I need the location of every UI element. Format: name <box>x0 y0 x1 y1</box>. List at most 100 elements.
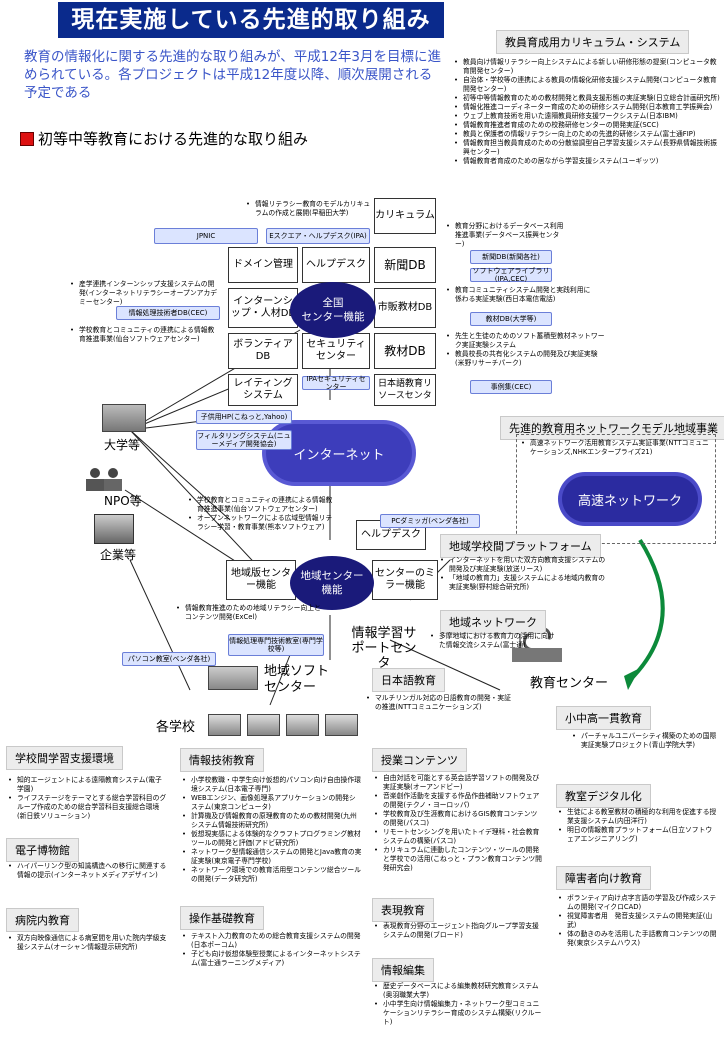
highspeed-cloud: 高速ネットワーク <box>562 476 698 522</box>
company-label: 企業等 <box>100 548 137 562</box>
regional-network-list: 多摩地域における教育力の活用に向けた情報交流システム(富士通) <box>430 632 560 650</box>
school-icon <box>247 714 280 736</box>
list-item: インターネットを用いた双方向教育支援システムの開発及び実証実験(放送リース) <box>440 556 610 574</box>
note-text: 教育コミュニティシステム開発と実践利用に係わる実証実験(西日本電信電話) <box>446 286 596 304</box>
note-2: 教育分野におけるデータベース利用推進事業(データベース振興センター) <box>446 222 566 249</box>
curriculum-list: 教員向け情報リテラシー向上システムによる新しい研修形態の提案(コンピュータ教育開… <box>454 58 722 166</box>
school-support-list: 知的エージェントによる遠隔教育システム(電子学園) ライフステージをテーマとする… <box>8 776 168 821</box>
section-heading: 初等中等教育における先進的な取り組み <box>20 128 308 149</box>
list-item: リモートセンシングを用いたトイデ理科・社会教育システムの構築(パスコ) <box>374 828 544 846</box>
university-label: 大学等 <box>104 438 141 452</box>
list-item: ハイパーリンク型の知識構造への移行に関連する情報の提示(インターネットメディアデ… <box>8 862 168 880</box>
school-icons <box>208 714 358 736</box>
satellite-dish-icon <box>512 621 562 662</box>
note-8: 学校教育とコミュニティの連携による情報教育推進事業(仙台ソフトウェアセンター) … <box>188 496 338 532</box>
integrated-list: パーチャルユニバーシティ構築のための国際実証実験プロジェクト(青山学院大学) <box>572 732 722 750</box>
jp-resource-node: 日本語教育リソースセンタ <box>374 374 436 406</box>
info-edit-list: 歴史データベースによる編集教材研究教育システム(奥羽職業大学) 小中学生向け情報… <box>374 982 544 1027</box>
helpdesk-node: ヘルプデスク <box>302 247 370 283</box>
integrated-title: 小中高一貫教育 <box>556 706 651 730</box>
regional-platform-title: 地域学校間プラットフォーム <box>440 534 601 558</box>
ops-edu-title: 操作基礎教育 <box>180 906 264 930</box>
mirror-node: センターのミラー機能 <box>372 560 438 600</box>
ops-edu-list: テキスト入力教育のための総合教育支援システムの開発(日本ポーコム) 子ども向け仮… <box>182 932 362 968</box>
market-db-node: 市販教材DB <box>374 288 436 328</box>
pc-doc-tag: PCダミッガ(ベンダ各社) <box>380 514 480 528</box>
digital-list: 生徒による教室教材の積極的な利用を促進する授業支援システム(内田洋行) 明日の情… <box>558 808 718 844</box>
filtering-tag: フィルタリングシステム(ニューメディア開発協会) <box>196 430 292 450</box>
curriculum-title: 教員育成用カリキュラム・システム <box>496 30 690 54</box>
list-item: 歴史データベースによる編集教材研究教育システム(奥羽職業大学) <box>374 982 544 1000</box>
e-museum-list: ハイパーリンク型の知識構造への移行に関連する情報の提示(インターネットメディアデ… <box>8 862 168 880</box>
list-item: テキスト入力教育のための総合教育支援システムの開発(日本ポーコム) <box>182 932 362 950</box>
list-item: ウェブ上教育技術を用いた遠隔教員研修支援ワークシステム(日本IBM) <box>454 112 722 121</box>
list-item: パーチャルユニバーシティ構築のための国際実証実験プロジェクト(青山学院大学) <box>572 732 722 750</box>
disabled-list: ボランティア向け点字言語の学習及び作成システムの開発(マイクロCAD) 視覚障害… <box>558 894 718 948</box>
list-item: 情報教育担当教員育成のための分散協調型自己学習支援システム(長野県情報技術振興セ… <box>454 139 722 157</box>
hospital-title: 病院内教育 <box>6 908 79 932</box>
list-item: 教員向け情報リテラシー向上システムによる新しい研修形態の提案(コンピュータ教育開… <box>454 58 722 76</box>
note-text: 学校教育とコミュニティの連携による情報教育推進事業(仙台ソフトウェアセンター) <box>70 326 218 344</box>
note-4: 教育コミュニティシステム開発と実践利用に係わる実証実験(西日本電信電話) <box>446 286 596 304</box>
list-item: 双方向映像通信による病室間を用いた院内学級支援システム(オーシャン情報提示研究所… <box>8 934 168 952</box>
list-item: 自由対話を可能とする英会話学習ソフトの開発及び実証実験(オーアンドビー) <box>374 774 544 792</box>
note-10: 情報教育推進のための地域リテラシー向上とコンテンツ開発(ExCel) <box>176 604 326 622</box>
ipa-sec-tag: IPAセキュリティセンター <box>302 375 370 391</box>
list-item: 視覚障害者用 発音支援システムの開発実証(山武) <box>558 912 718 930</box>
npo-label: NPO等 <box>104 494 142 508</box>
it-edu-list: 小学校教職・中学生向け仮想的パソコン向け自由操作環境システム(日本電子専門) W… <box>182 776 362 884</box>
red-square-icon <box>20 131 34 146</box>
it-edu-title: 情報技術教育 <box>180 748 264 772</box>
list-item: 知的エージェントによる遠隔教育システム(電子学園) <box>8 776 168 794</box>
it-class-tag: 情報処理専門技術教室(専門学校等) <box>228 634 324 656</box>
list-item: 音楽創作活動を支援する作品作曲補助ソフトウェアの開発(テクノ・ヨーロッパ) <box>374 792 544 810</box>
note-text: 学校教育とコミュニティの連携による情報教育推進事業(仙台ソフトウェアセンター) <box>188 496 338 514</box>
digital-title: 教室デジタル化 <box>556 784 651 808</box>
curriculum-node: カリキュラム <box>374 198 436 234</box>
note-text: オープンネットワークによる広域型情報リテラシー学習・教育事業(熊本ソフトウェア) <box>188 514 338 532</box>
note-text: 教育分野におけるデータベース利用推進事業(データベース振興センター) <box>446 222 566 249</box>
note-5: 学校教育とコミュニティの連携による情報教育推進事業(仙台ソフトウェアセンター) <box>70 326 218 344</box>
list-item: WEBエンジン、画像処理系アプリケーションの開発システム(東京コンピュータ) <box>182 794 362 812</box>
info-material-tag: 情報処理技術者DB(CEC) <box>116 306 220 320</box>
note-text: 情報教育推進のための地域リテラシー向上とコンテンツ開発(ExCel) <box>176 604 326 622</box>
regional-server-node: 地域版センター機能 <box>226 560 296 600</box>
page-title: 現在実施している先進的取り組み <box>58 2 444 38</box>
list-item: 「地域の教育力」支援システムによる地域内教育の実証実験(野村総合研究所) <box>440 574 610 592</box>
advanced-net-list: 高速ネットワーク活用教育システム実証事業(NTTコミュニケーションズ,NHKエン… <box>517 435 715 461</box>
info-edit-title: 情報編集 <box>372 958 434 982</box>
list-item: ネットワーク型情報通信システムの開発とJava教育の実証実験(東京電子専門学校) <box>182 848 362 866</box>
japanese-edu-title: 日本語教育 <box>372 668 445 692</box>
intro-text: 教育の情報化に関する先進的な取り組みが、平成12年3月を目標に進められている。各… <box>24 49 441 101</box>
list-item: 情報教育者育成のための居ながら学習支援システム(ユーギッツ) <box>454 157 722 166</box>
list-item: 情報教育推進者育成のための校務研修センターの開発実証(SCC) <box>454 121 722 130</box>
schools-label: 各学校 <box>156 720 196 735</box>
domain-node: ドメイン管理 <box>228 247 298 283</box>
e-museum-title: 電子博物館 <box>6 838 79 862</box>
material-db-node: 教材DB <box>374 333 436 369</box>
edu-center-label: 教育センター <box>530 676 609 691</box>
list-item: 体の動きのみを活用した手話教育コンテンツの開発(東京システムハウス) <box>558 930 718 948</box>
case-db-tag: 事例集(CEC) <box>470 380 552 394</box>
regional-hub: 地域センター 機能 <box>290 556 374 610</box>
list-item: 高速ネットワーク活用教育システム実証事業(NTTコミュニケーションズ,NHKエン… <box>521 439 711 457</box>
note-text: 教員校長の共有化システムの開発及び実証実験(米野リサーチパーク) <box>446 350 606 368</box>
security-node: セキュリティセンター <box>302 333 370 369</box>
soft-center-building-icon <box>208 666 258 690</box>
info-support-label: 情報学習サポートセンタ <box>351 626 417 671</box>
school-icon <box>208 714 241 736</box>
list-item: 子ども向け仮想体験型授業によるインターネットシステム(富士通ラーニングメディア) <box>182 950 362 968</box>
regional-network-title: 地域ネットワーク <box>440 610 546 634</box>
note-1: 情報リテラシー教育のモデルカリキュラムの作成と展開(早稲田大学) <box>246 200 372 218</box>
note-11: マルチリンガル対応の日語教育の開発・実証の推進(NTTコミュニケーションズ) <box>366 694 516 712</box>
content-list: 自由対話を可能とする英会話学習ソフトの開発及び実証実験(オーアンドビー) 音楽創… <box>374 774 544 873</box>
list-item: 自治体・学校等の連携による教員の情報化研修支援システム開発(コンピュータ教育開発… <box>454 76 722 94</box>
list-item: 明日の情報教育プラットフォーム(日立ソフトウェアエンジニアリング) <box>558 826 718 844</box>
expression-title: 表現教育 <box>372 898 434 922</box>
esquare-tag: Eスクエア・ヘルプデスク(IPA) <box>266 228 370 244</box>
expression-list: 表現教育分野のエージェント指向グループ学習支援システムの開発(ブロード) <box>374 922 544 940</box>
university-building-icon <box>102 404 146 432</box>
school-support-title: 学校間学習支援環境 <box>6 746 123 770</box>
national-hub: 全国 センター機能 <box>290 282 376 338</box>
child-hp-tag: 子供用HP(こねっと,Yahoo) <box>196 410 292 424</box>
